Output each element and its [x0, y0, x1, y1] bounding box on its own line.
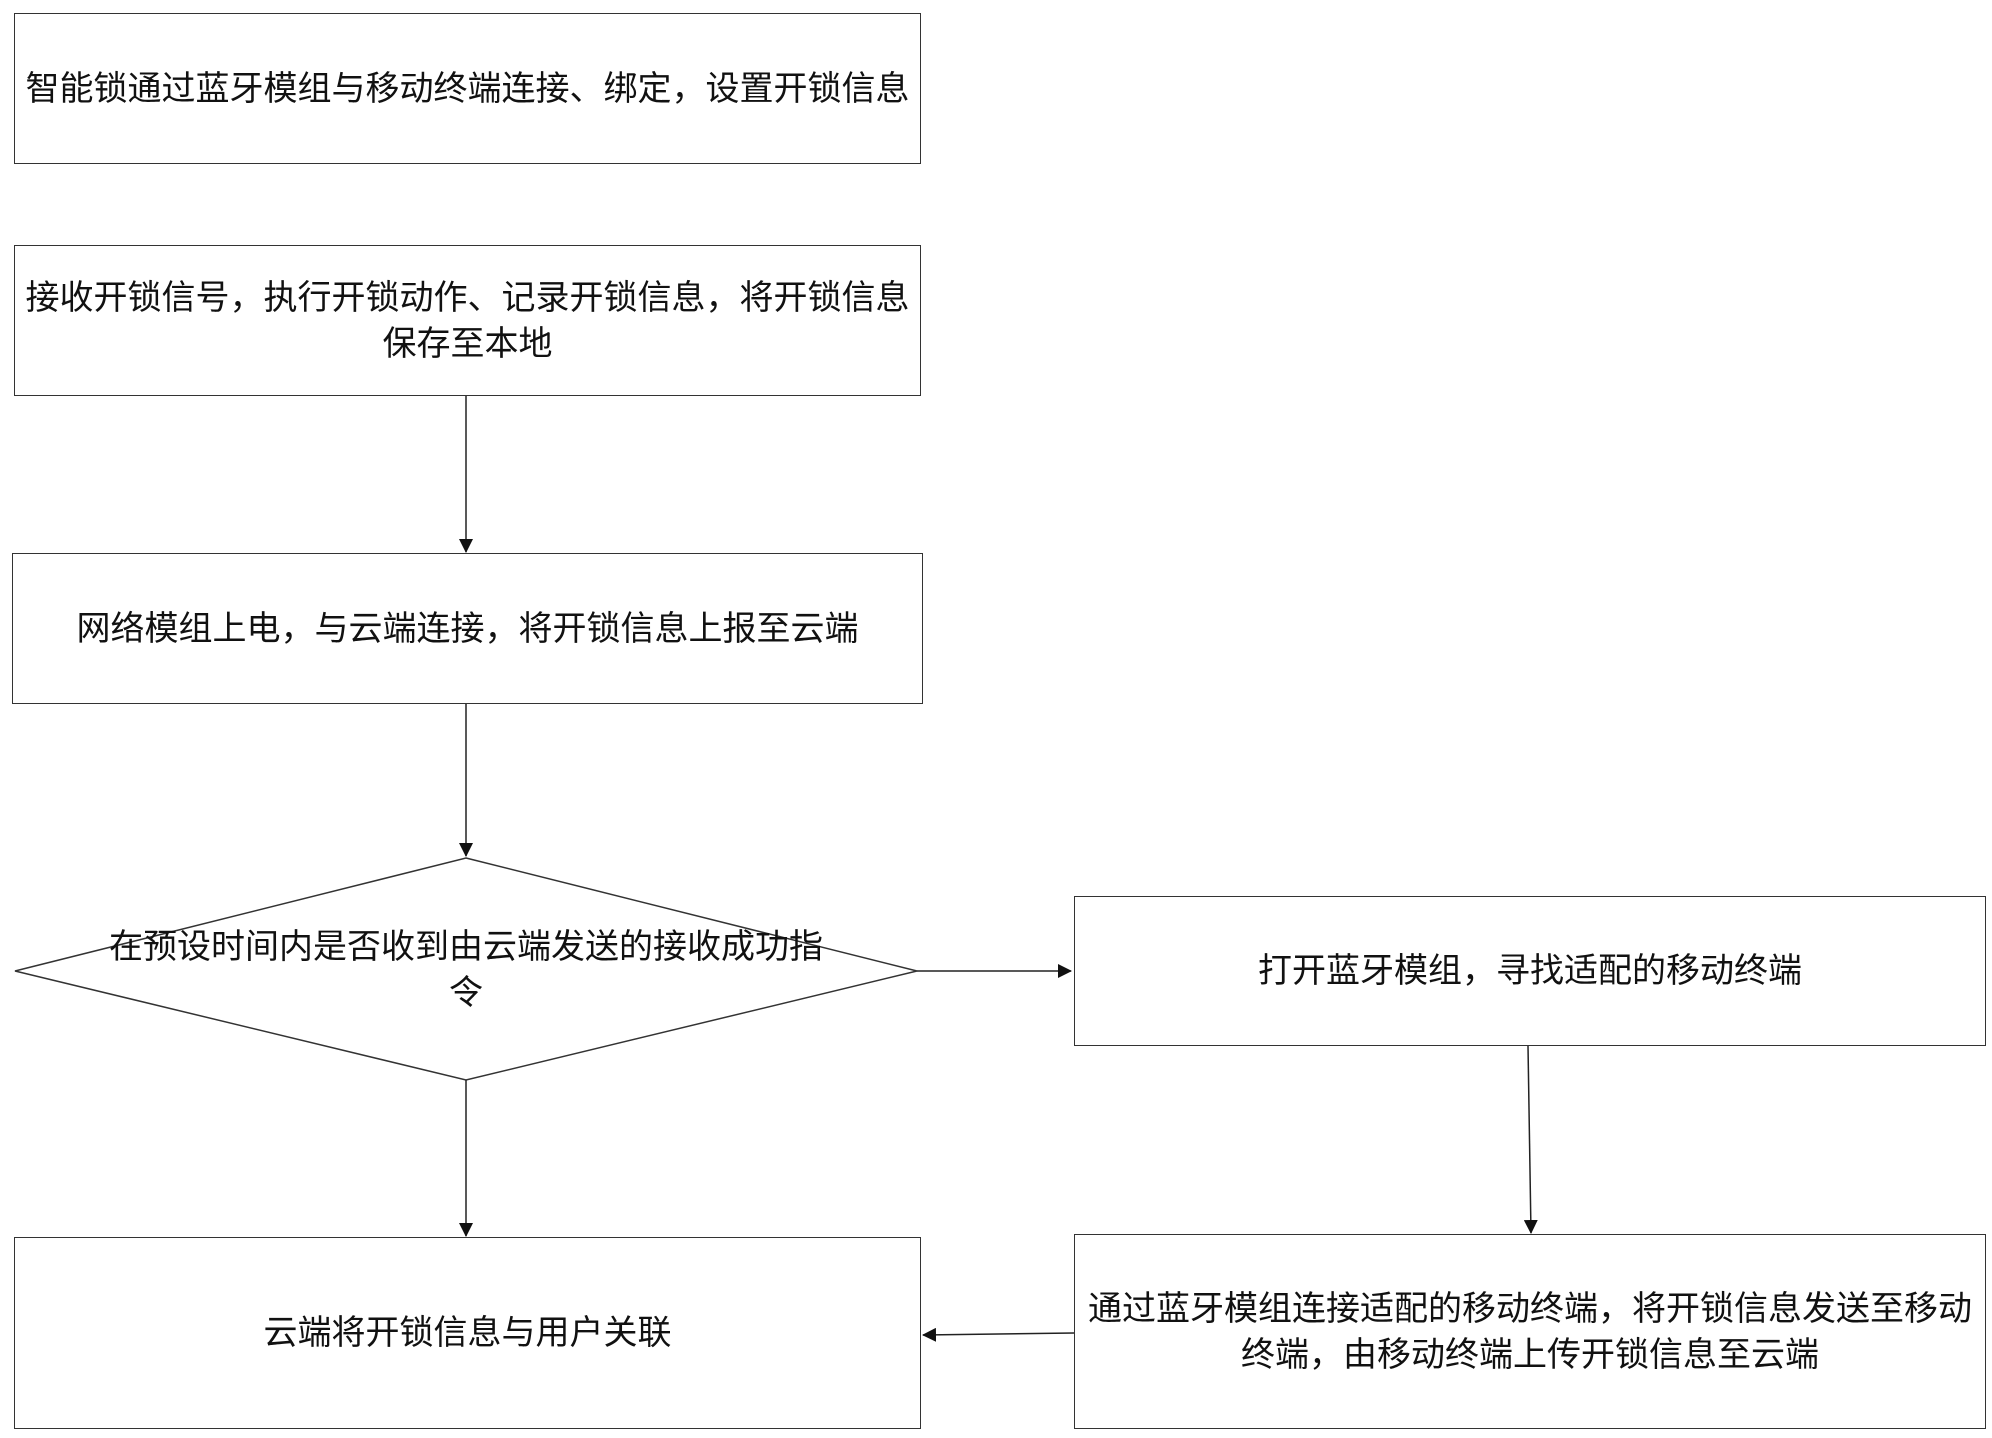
step-network-upload: 网络模组上电，与云端连接，将开锁信息上报至云端 [12, 553, 923, 704]
arrow-upload-to-final [922, 1327, 1075, 1342]
step-open-bluetooth: 打开蓝牙模组，寻找适配的移动终端 [1074, 896, 1986, 1046]
step-bind-mobile-terminal-text: 智能锁通过蓝牙模组与移动终端连接、绑定，设置开锁信息 [25, 68, 910, 109]
step-network-upload-text: 网络模组上电，与云端连接，将开锁信息上报至云端 [76, 608, 859, 649]
step-open-bluetooth-text: 打开蓝牙模组，寻找适配的移动终端 [1258, 951, 1802, 991]
step-receive-unlock-signal: 接收开锁信号，执行开锁动作、记录开锁信息，将开锁信息保存至本地 [14, 245, 921, 396]
decision-label: 在预设时间内是否收到由云端发送的接收成功指令 [95, 914, 837, 1026]
step-bluetooth-upload: 通过蓝牙模组连接适配的移动终端，将开锁信息发送至移动终端，由移动终端上传开锁信息… [1074, 1234, 1986, 1429]
arrow-bluetooth-to-upload [1523, 1045, 1538, 1234]
decision-text: 在预设时间内是否收到由云端发送的接收成功指令 [109, 927, 823, 1013]
step-bluetooth-upload-text: 通过蓝牙模组连接适配的移动终端，将开锁信息发送至移动终端，由移动终端上传开锁信息… [1088, 1288, 1972, 1375]
step-receive-unlock-signal-text: 接收开锁信号，执行开锁动作、记录开锁信息，将开锁信息保存至本地 [25, 277, 910, 364]
step-cloud-associate-user: 云端将开锁信息与用户关联 [14, 1237, 921, 1429]
step-cloud-associate-user-text: 云端将开锁信息与用户关联 [263, 1313, 672, 1353]
step-bind-mobile-terminal: 智能锁通过蓝牙模组与移动终端连接、绑定，设置开锁信息 [14, 13, 921, 164]
